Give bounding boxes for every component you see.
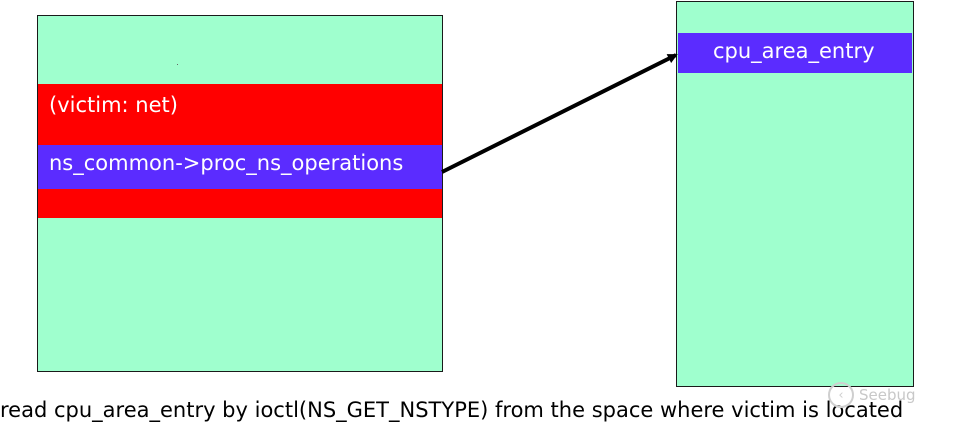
pointer-label: ns_common->proc_ns_operations: [49, 151, 404, 175]
seebug-logo-icon: ‹: [828, 382, 854, 408]
arrow-line: [441, 53, 678, 174]
diagram-caption: read cpu_area_entry by ioctl(NS_GET_NSTY…: [0, 398, 904, 422]
stray-dot: [177, 64, 178, 65]
victim-label: (victim: net): [49, 93, 178, 117]
pointer-field: [38, 145, 442, 189]
cpu-area-entry-field: [678, 33, 912, 73]
watermark-text: Seebug: [859, 386, 916, 404]
cpu-area-entry-label: cpu_area_entry: [713, 39, 875, 63]
watermark: ‹ Seebug: [828, 382, 916, 408]
